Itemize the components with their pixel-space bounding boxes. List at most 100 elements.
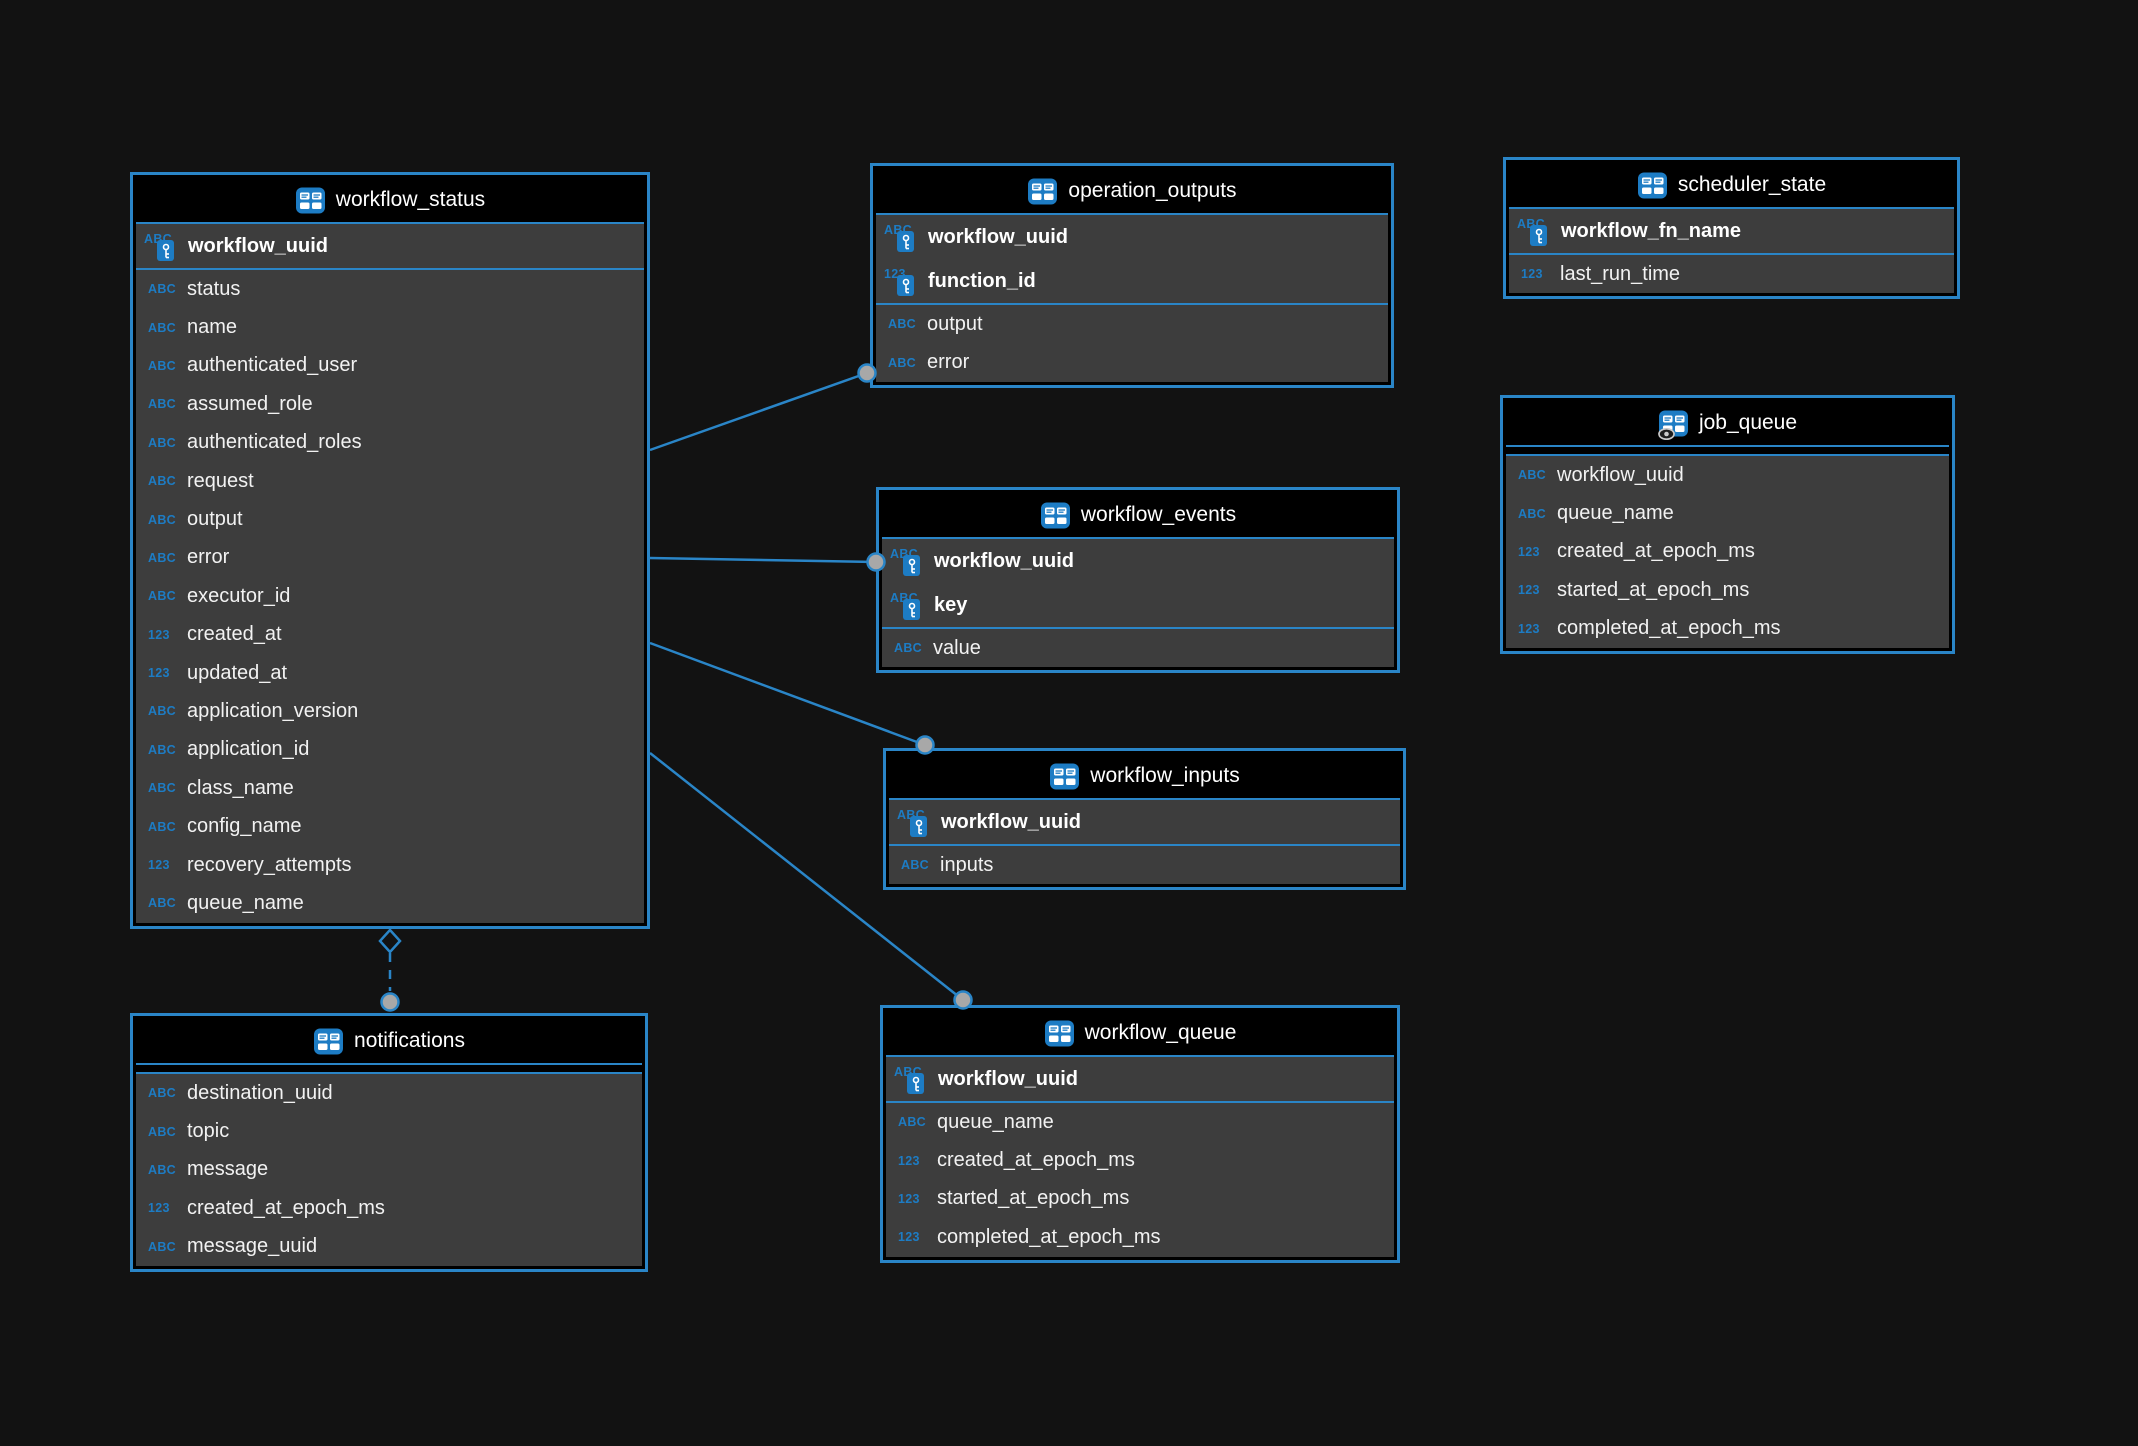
column-name: authenticated_user [187,354,358,377]
table-header[interactable]: scheduler_state [1509,163,1954,207]
primary-key-icon: ABC [890,541,924,581]
table-title: notifications [354,1029,465,1052]
table-icon [1040,500,1071,531]
column-name: workflow_uuid [934,549,1074,572]
column-name: workflow_uuid [928,225,1068,248]
column-name: class_name [187,776,294,799]
text-type-icon: ABC [148,704,176,719]
number-type-icon: 123 [1518,583,1540,598]
column-name: authenticated_roles [187,431,362,454]
pk-row-key[interactable]: ABC key [882,583,1394,627]
table-header[interactable]: workflow_queue [886,1011,1394,1055]
key-icon [910,816,927,837]
relationship-line-workflow_status-workflow_events[interactable] [649,556,877,564]
table-header[interactable]: workflow_inputs [889,754,1400,798]
column-name: completed_at_epoch_ms [1557,617,1781,640]
table-header[interactable]: operation_outputs [876,169,1388,213]
number-type-icon: 123 [898,1191,920,1206]
table-header[interactable]: workflow_events [882,493,1394,537]
table-title: workflow_events [1080,503,1237,526]
text-type-icon: ABC [148,282,176,297]
text-type-icon: ABC [148,742,176,757]
relationship-circle-marker [380,992,400,1012]
column-name: message_uuid [187,1235,318,1258]
column-name: value [933,636,981,659]
primary-key-icon: ABC [1517,211,1551,251]
key-icon [897,231,914,252]
table-title: workflow_inputs [1090,764,1240,787]
text-type-icon: ABC [148,550,176,565]
column-name: queue_name [1557,502,1674,525]
column-name: completed_at_epoch_ms [937,1225,1161,1248]
column-name: request [187,469,254,492]
column-name: key [934,593,968,616]
pk-row-workflow-uuid[interactable]: ABC workflow_uuid [882,539,1394,583]
column-name: started_at_epoch_ms [1557,578,1750,601]
table-title: job_queue [1698,411,1798,434]
column-row-started-at-epoch-ms[interactable]: 123 started_at_epoch_ms [1506,571,1949,609]
primary-key-icon: ABC [890,585,924,625]
table-title: workflow_queue [1084,1021,1237,1044]
column-name: destination_uuid [187,1081,333,1104]
table-header[interactable]: job_queue [1506,401,1949,445]
number-type-icon: 123 [1518,544,1540,559]
table-header[interactable]: notifications [136,1019,642,1063]
relationship-line-workflow_status-operation_outputs[interactable] [649,371,868,452]
number-type-icon: 123 [148,627,170,642]
table-header[interactable]: workflow_status [136,178,644,222]
text-type-icon: ABC [148,512,176,527]
table-icon [1637,170,1668,201]
text-type-icon: ABC [148,320,176,335]
number-type-icon: 123 [898,1153,920,1168]
